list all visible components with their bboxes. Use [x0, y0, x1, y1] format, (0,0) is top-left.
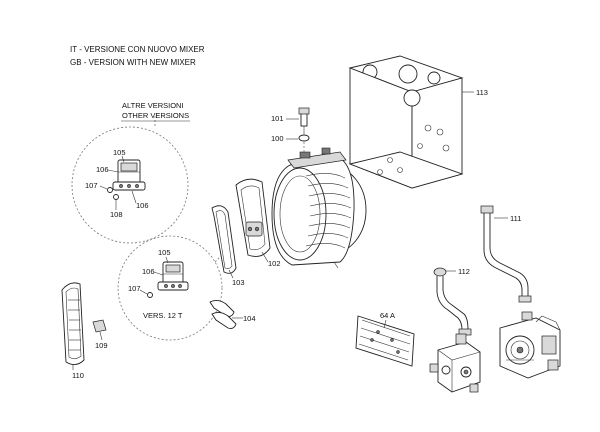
- part-109-gasket: [92, 319, 107, 341]
- part-label-113: 113: [476, 88, 488, 97]
- other-versions-label-gb: OTHER VERSIONS: [122, 111, 189, 120]
- part-112-pipe: [433, 267, 472, 336]
- part-label-102: 102: [268, 259, 281, 268]
- part-label-106b: 106: [136, 201, 149, 210]
- washer-107b: [147, 292, 153, 298]
- header-title-gb: GB - VERSION WITH NEW MIXER: [70, 58, 196, 67]
- other-versions-callout: ALTRE VERSIONI OTHER VERSIONS 105 106 10…: [71, 101, 190, 244]
- part-label-64a: 64 A: [380, 311, 395, 320]
- mixer-valve-part: [112, 159, 146, 191]
- mixer-valve-12t-part: [157, 261, 189, 291]
- washer-108: [113, 194, 119, 200]
- part-label-107b: 107: [128, 284, 141, 293]
- gas-valve-assembly: [429, 333, 481, 393]
- pump-assembly: [499, 311, 561, 379]
- other-versions-circle: [71, 126, 189, 244]
- heat-exchanger-body: [271, 147, 367, 269]
- part-64a-circuit-board: [355, 315, 415, 367]
- part-label-103: 103: [232, 278, 245, 287]
- part-label-104: 104: [243, 314, 256, 323]
- part-110-exchanger-plate: [61, 282, 85, 370]
- header-title-it: IT - VERSIONE CON NUOVO MIXER: [70, 45, 205, 54]
- part-101-sensor: [298, 107, 310, 134]
- vers-12t-label: VERS. 12 T: [143, 311, 183, 320]
- part-label-108: 108: [110, 210, 123, 219]
- part-103-oval-gasket: [211, 205, 237, 279]
- part-label-111: 111: [510, 214, 521, 223]
- part-label-106a: 106: [96, 165, 109, 174]
- part-label-110: 110: [72, 371, 84, 380]
- part-111-pipe: [480, 205, 532, 303]
- part-104-connectors: [209, 299, 243, 329]
- part-label-109: 109: [95, 341, 108, 350]
- part-label-107a: 107: [85, 181, 98, 190]
- part-label-100: 100: [271, 134, 284, 143]
- part-label-106c: 106: [142, 267, 155, 276]
- vers-12t-callout: 105 106 107 VERS. 12 T: [117, 235, 233, 341]
- part-label-112: 112: [458, 267, 470, 276]
- part-label-105b: 105: [158, 248, 171, 257]
- part-label-105a: 105: [113, 148, 126, 157]
- part-113-frame: [348, 55, 474, 189]
- other-versions-label-it: ALTRE VERSIONI: [122, 101, 184, 110]
- washer-107a: [107, 187, 113, 193]
- vers-12t-circle: [117, 235, 223, 341]
- part-label-101: 101: [271, 114, 284, 123]
- part-100-oring: [298, 134, 310, 142]
- part-102-front-panel: [235, 178, 271, 263]
